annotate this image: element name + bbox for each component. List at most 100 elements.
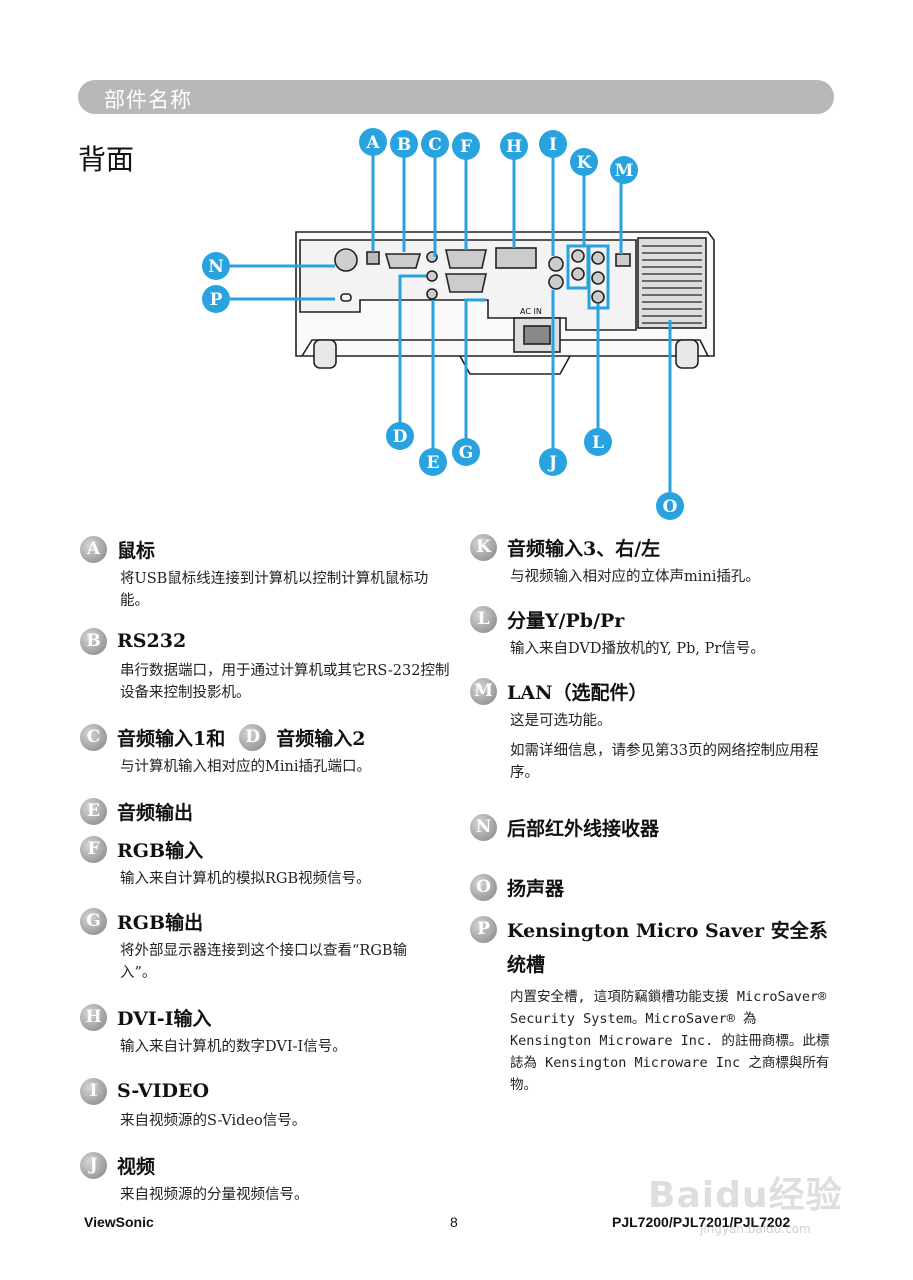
item-title: S-VIDEO [117, 1080, 210, 1102]
svg-text:D: D [393, 427, 408, 447]
callout-m: M [610, 156, 638, 184]
badge-i: I [80, 1077, 107, 1105]
badge-h: H [80, 1003, 107, 1031]
page-title: 背面 [78, 143, 135, 176]
badge-j: J [80, 1151, 107, 1179]
item-desc: 输入来自DVD播放机的Y, Pb, Pr信号。 [510, 641, 765, 657]
svg-text:J: J [547, 453, 557, 473]
item-title: 视频 [117, 1155, 156, 1178]
item-title: RGB输出 [117, 911, 204, 934]
callout-k: K [570, 148, 598, 176]
item-desc: 与计算机输入相对应的Mini插孔端口。 [120, 759, 371, 775]
callout-a: A [359, 128, 387, 156]
item-title: 音频输出 [117, 801, 194, 824]
callout-j: J [539, 448, 567, 476]
item-speaker: O 扬声器 [470, 872, 850, 902]
item-rgb-in: F RGB输入 输入来自计算机的模拟RGB视频信号。 [80, 834, 460, 890]
callout-h: H [500, 132, 528, 160]
item-rs232: B RS232 串行数据端口，用于通过计算机或其它RS-232控制设备来控制投影机… [80, 626, 460, 704]
callout-g: G [452, 438, 480, 466]
callout-p: P [202, 285, 230, 313]
item-title: LAN（选配件） [507, 681, 648, 704]
item-title: 后部红外线接收器 [507, 817, 660, 840]
item-desc: 将USB鼠标线连接到计算机以控制计算机鼠标功能。 [120, 571, 429, 609]
item-mouse: A 鼠标 将USB鼠标线连接到计算机以控制计算机鼠标功能。 [80, 534, 460, 612]
svg-text:E: E [427, 453, 440, 473]
item-dvi: H DVI-I输入 输入来自计算机的数字DVI-I信号。 [80, 1002, 460, 1058]
item-title: 音频输入3、右/左 [507, 537, 661, 560]
callout-c: C [421, 130, 449, 158]
svg-text:A: A [365, 133, 380, 153]
badge-e: E [80, 797, 107, 825]
svg-text:P: P [210, 290, 223, 310]
item-audio-out: E 音频输出 [80, 796, 460, 826]
svg-text:L: L [592, 433, 604, 453]
item-desc: 内置安全槽, 這項防竊鎖槽功能支援 MicroSaver® Security S… [510, 989, 830, 1093]
callouts: A B C F H I K M N P D E G J L O [202, 128, 684, 520]
item-audio-in: C 音频输入1和 D 音频输入2 与计算机输入相对应的Mini插孔端口。 [80, 722, 460, 778]
section-title: 部件名称 [104, 88, 192, 112]
item-svideo: I S-VIDEO 来自视频源的S-Video信号。 [80, 1076, 460, 1132]
badge-o: O [470, 873, 497, 901]
item-component: L 分量Y/Pb/Pr 输入来自DVD播放机的Y, Pb, Pr信号。 [470, 604, 850, 660]
leader-lines [230, 154, 672, 492]
callout-l: L [584, 428, 612, 456]
svg-text:N: N [208, 257, 224, 277]
item-title: 鼠标 [117, 539, 156, 562]
item-desc: 将外部显示器连接到这个接口以查看“RGB输入”。 [120, 943, 408, 981]
callout-o: O [656, 492, 684, 520]
item-video: J 视频 来自视频源的分量视频信号。 [80, 1150, 460, 1206]
callout-f: F [452, 132, 480, 160]
badge-k: K [470, 533, 497, 561]
callout-i: I [539, 130, 567, 158]
svg-text:B: B [397, 135, 411, 155]
ac-in-label: AC IN [520, 307, 542, 316]
item-desc-2: 如需详细信息，请参见第33页的网络控制应用程序。 [510, 743, 819, 781]
projector-rear-diagram: AC IN A B C F H I K M N P D E G [202, 128, 715, 520]
footer-page-number: 8 [450, 1214, 458, 1230]
badge-l: L [470, 605, 497, 633]
svg-text:F: F [460, 137, 472, 157]
item-title: RS232 [117, 630, 187, 652]
badge-a: A [80, 535, 107, 563]
svg-text:C: C [428, 135, 442, 155]
badge-f: F [80, 835, 107, 863]
section-header-bar [78, 80, 834, 114]
callout-d: D [386, 422, 414, 450]
item-title: RGB输入 [117, 839, 204, 862]
badge-d: D [239, 723, 267, 751]
badge-n: N [470, 813, 497, 841]
svg-text:M: M [615, 161, 634, 181]
item-desc: 输入来自计算机的模拟RGB视频信号。 [120, 871, 371, 887]
item-lan: M LAN（选配件） 这是可选功能。 如需详细信息，请参见第33页的网络控制应用程… [470, 676, 850, 784]
badge-m: M [470, 677, 497, 705]
svg-text:I: I [549, 135, 557, 155]
watermark-url: jingyan.baidu.com [700, 1222, 811, 1236]
item-desc: 输入来自计算机的数字DVI-I信号。 [120, 1039, 347, 1055]
item-desc: 来自视频源的分量视频信号。 [120, 1187, 309, 1203]
item-desc: 与视频输入相对应的立体声mini插孔。 [510, 569, 760, 585]
item-desc: 串行数据端口，用于通过计算机或其它RS-232控制设备来控制投影机。 [120, 663, 450, 701]
callout-n: N [202, 252, 230, 280]
badge-p: P [470, 916, 497, 943]
svg-text:O: O [663, 497, 678, 517]
projector-body [295, 231, 715, 375]
callout-b: B [390, 130, 418, 158]
svg-text:H: H [506, 137, 522, 157]
callout-e: E [419, 448, 447, 476]
item-ir-receiver: N 后部红外线接收器 [470, 812, 850, 842]
item-desc: 这是可选功能。 [510, 713, 612, 729]
item-audio-in3: K 音频输入3、右/左 与视频输入相对应的立体声mini插孔。 [470, 532, 850, 588]
item-title: 分量Y/Pb/Pr [507, 609, 625, 632]
footer-model: PJL7200/PJL7201/PJL7202 [612, 1214, 791, 1230]
watermark-logo: Baidu经验 [648, 1175, 843, 1216]
item-desc: 来自视频源的S-Video信号。 [120, 1113, 307, 1129]
item-title: 扬声器 [507, 877, 565, 900]
svg-text:G: G [459, 443, 474, 463]
item-title: DVI-I输入 [117, 1007, 212, 1030]
item-title-2: 音频输入2 [276, 727, 366, 750]
badge-b: B [80, 627, 107, 655]
item-title: 音频输入1和 [117, 727, 226, 750]
svg-text:K: K [577, 153, 593, 173]
